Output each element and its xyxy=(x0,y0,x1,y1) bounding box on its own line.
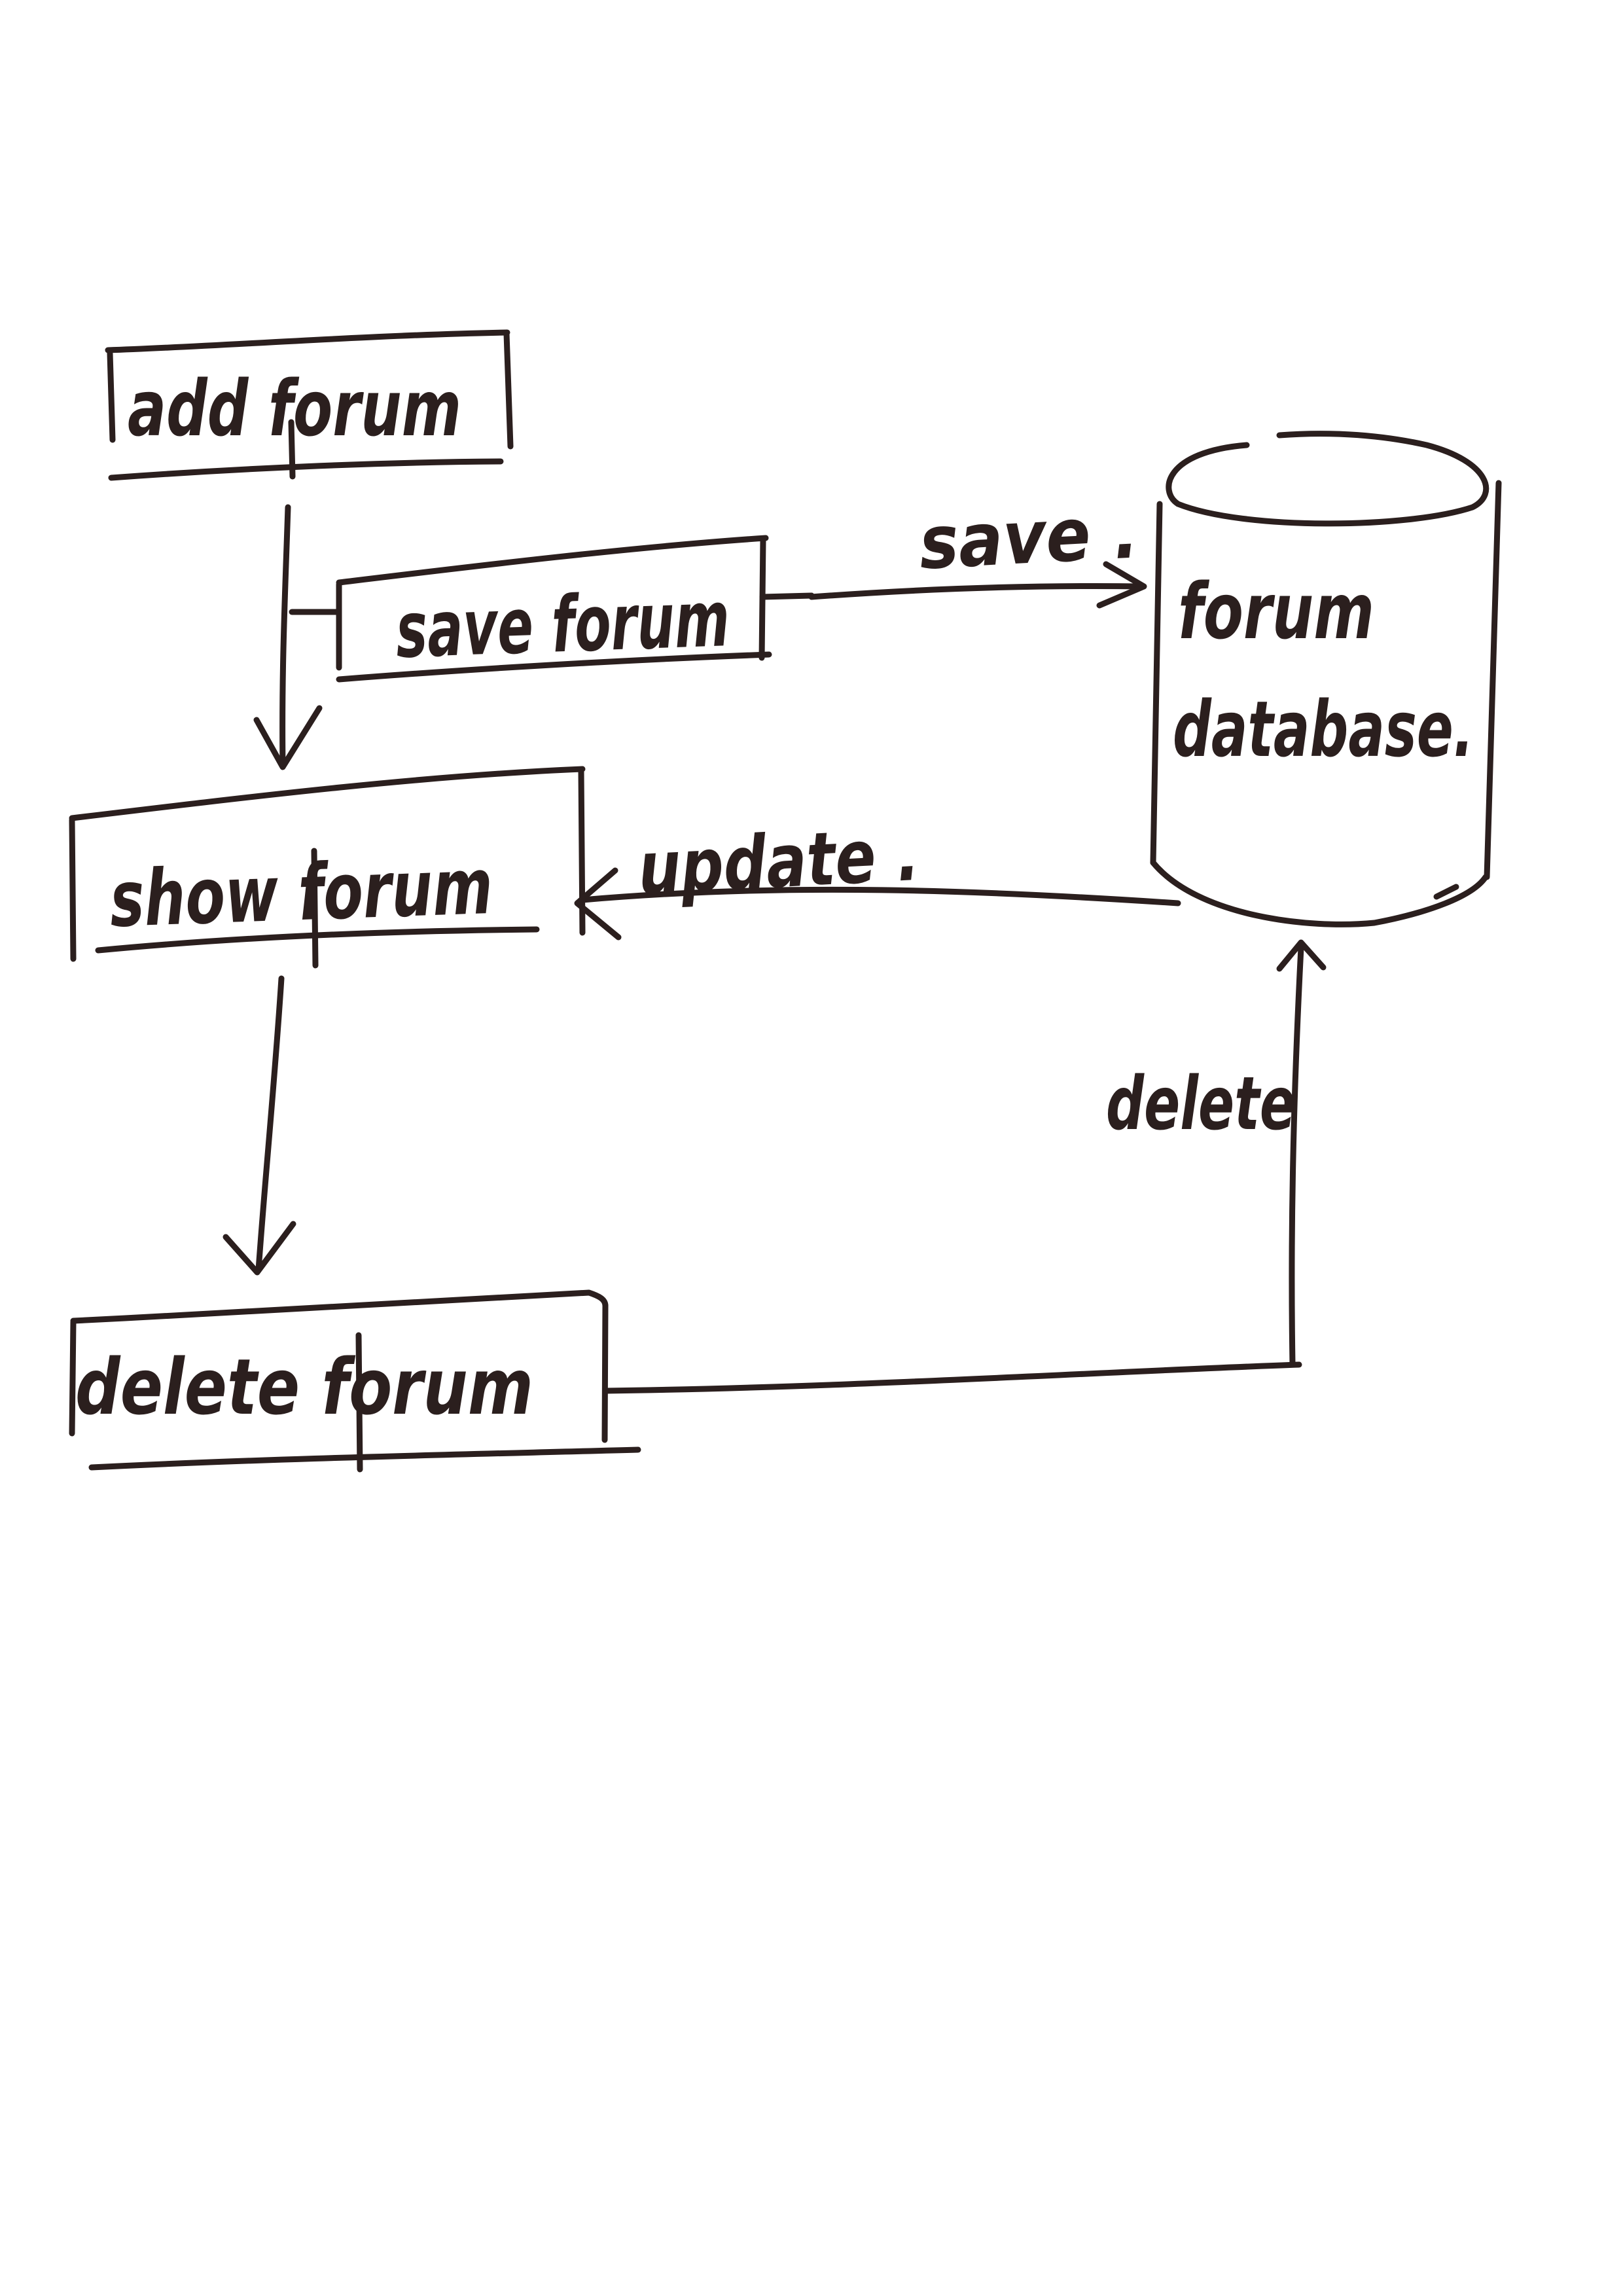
node-show-forum-label: show forum xyxy=(109,841,494,944)
node-save-forum-box xyxy=(336,535,772,683)
edge-update-label: update . xyxy=(636,812,921,912)
edge-save xyxy=(759,561,1147,609)
edge-show-to-delete xyxy=(223,975,296,1276)
edge-delete-label: delete xyxy=(1106,1062,1296,1147)
edge-delete xyxy=(602,939,1327,1394)
edge-update xyxy=(574,867,1181,941)
node-forum-database-label-line2: database. xyxy=(1173,684,1474,774)
node-delete-forum-label: delete forum xyxy=(75,1342,533,1432)
node-forum-database-label-line1: forum xyxy=(1178,566,1374,656)
node-delete-forum-box xyxy=(69,1289,641,1473)
ink-strokes xyxy=(69,329,1502,1473)
labels: add forum save forum show forum delete f… xyxy=(75,363,1474,1432)
node-show-forum-box xyxy=(69,766,586,969)
node-forum-database-shape xyxy=(1150,431,1502,927)
node-save-forum-label: save forum xyxy=(395,573,732,675)
node-add-forum-box xyxy=(105,329,514,481)
node-add-forum-label: add forum xyxy=(128,363,461,454)
edge-add-to-show xyxy=(253,419,342,770)
edge-save-label: save . xyxy=(917,490,1140,586)
